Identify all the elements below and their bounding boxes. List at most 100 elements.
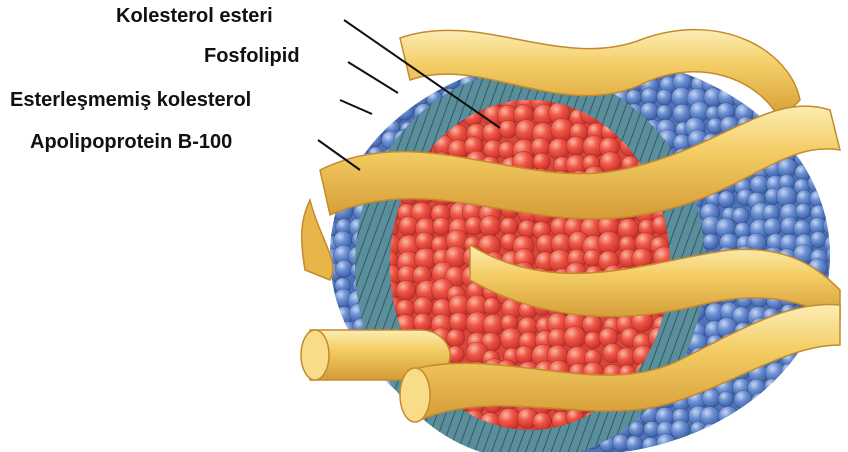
sphere: [433, 217, 451, 235]
label-phospholipid: Fosfolipid: [204, 44, 300, 68]
sphere: [323, 117, 340, 134]
sphere: [749, 436, 767, 452]
sphere: [703, 234, 719, 250]
sphere: [337, 434, 355, 452]
sphere: [322, 47, 338, 63]
sphere: [413, 313, 432, 332]
sphere: [795, 421, 812, 438]
sphere: [444, 73, 460, 89]
label-unesterified-cholesterol: Esterleşmemiş kolesterol: [10, 88, 251, 112]
sphere: [657, 89, 673, 105]
sphere: [794, 434, 810, 450]
sphere: [671, 420, 690, 439]
sphere: [718, 406, 738, 426]
sphere: [395, 432, 413, 450]
sphere: [354, 132, 371, 149]
label-cholesteryl-ester: Kolesterol esteri: [116, 4, 273, 28]
sphere: [763, 218, 781, 236]
sphere: [826, 245, 846, 265]
sphere: [826, 404, 843, 421]
sphere: [319, 392, 336, 409]
sphere: [319, 405, 338, 424]
sphere: [319, 423, 335, 439]
sphere: [733, 439, 748, 452]
sphere: [718, 391, 733, 406]
sphere: [368, 408, 384, 424]
sphere: [732, 208, 749, 225]
sphere: [366, 393, 383, 410]
sphere: [811, 161, 826, 176]
sphere: [795, 394, 812, 411]
sphere: [808, 173, 827, 192]
sphere: [690, 421, 706, 437]
sphere: [827, 176, 845, 194]
sphere: [702, 389, 720, 407]
sphere: [318, 288, 337, 307]
sphere: [826, 393, 845, 412]
sphere: [400, 90, 416, 106]
sphere: [810, 405, 830, 425]
sphere: [353, 424, 368, 439]
sphere: [367, 437, 385, 452]
sphere: [810, 48, 828, 66]
sphere: [322, 308, 338, 324]
sphere: [828, 377, 846, 395]
sphere: [826, 190, 845, 209]
sphere: [324, 60, 339, 75]
sphere: [826, 362, 841, 377]
sphere: [799, 62, 815, 78]
sphere: [320, 434, 337, 451]
sphere: [584, 332, 601, 349]
sphere: [825, 87, 843, 105]
sphere: [338, 91, 354, 107]
sphere: [812, 59, 828, 75]
sphere: [366, 88, 384, 106]
sphere: [430, 433, 446, 449]
sphere: [825, 348, 844, 367]
sphere: [813, 75, 830, 92]
sphere: [781, 408, 799, 426]
sphere: [339, 133, 357, 151]
sphere: [809, 149, 826, 166]
sphere: [823, 216, 843, 236]
sphere: [350, 408, 368, 426]
sphere: [826, 159, 846, 179]
sphere: [365, 418, 385, 438]
sphere: [656, 434, 676, 452]
leader-line-unesterified-cholesterol: [340, 100, 372, 114]
sphere: [812, 87, 829, 104]
sphere: [447, 329, 465, 347]
sphere: [717, 433, 736, 452]
sphere: [338, 406, 354, 422]
sphere: [796, 378, 816, 398]
sphere: [351, 87, 369, 105]
sphere: [480, 216, 501, 237]
sphere: [337, 422, 355, 440]
sphere: [692, 436, 708, 452]
sphere: [795, 165, 811, 181]
sphere: [734, 390, 753, 409]
sphere: [829, 424, 845, 440]
sphere: [794, 43, 815, 64]
sphere: [354, 393, 371, 410]
sphere: [746, 404, 767, 425]
sphere: [824, 202, 844, 222]
sphere: [325, 76, 340, 91]
sphere: [813, 362, 830, 379]
sphere: [380, 93, 397, 110]
sphere: [765, 436, 782, 452]
sphere: [335, 46, 353, 64]
sphere: [766, 407, 787, 428]
leader-line-phospholipid: [348, 62, 398, 93]
sphere: [828, 264, 845, 281]
sphere: [384, 104, 404, 124]
sphere: [500, 217, 518, 235]
sphere: [764, 379, 781, 396]
sphere: [813, 380, 831, 398]
sphere: [626, 436, 643, 452]
sphere: [564, 326, 586, 348]
sphere: [396, 280, 416, 300]
sphere: [351, 77, 368, 94]
